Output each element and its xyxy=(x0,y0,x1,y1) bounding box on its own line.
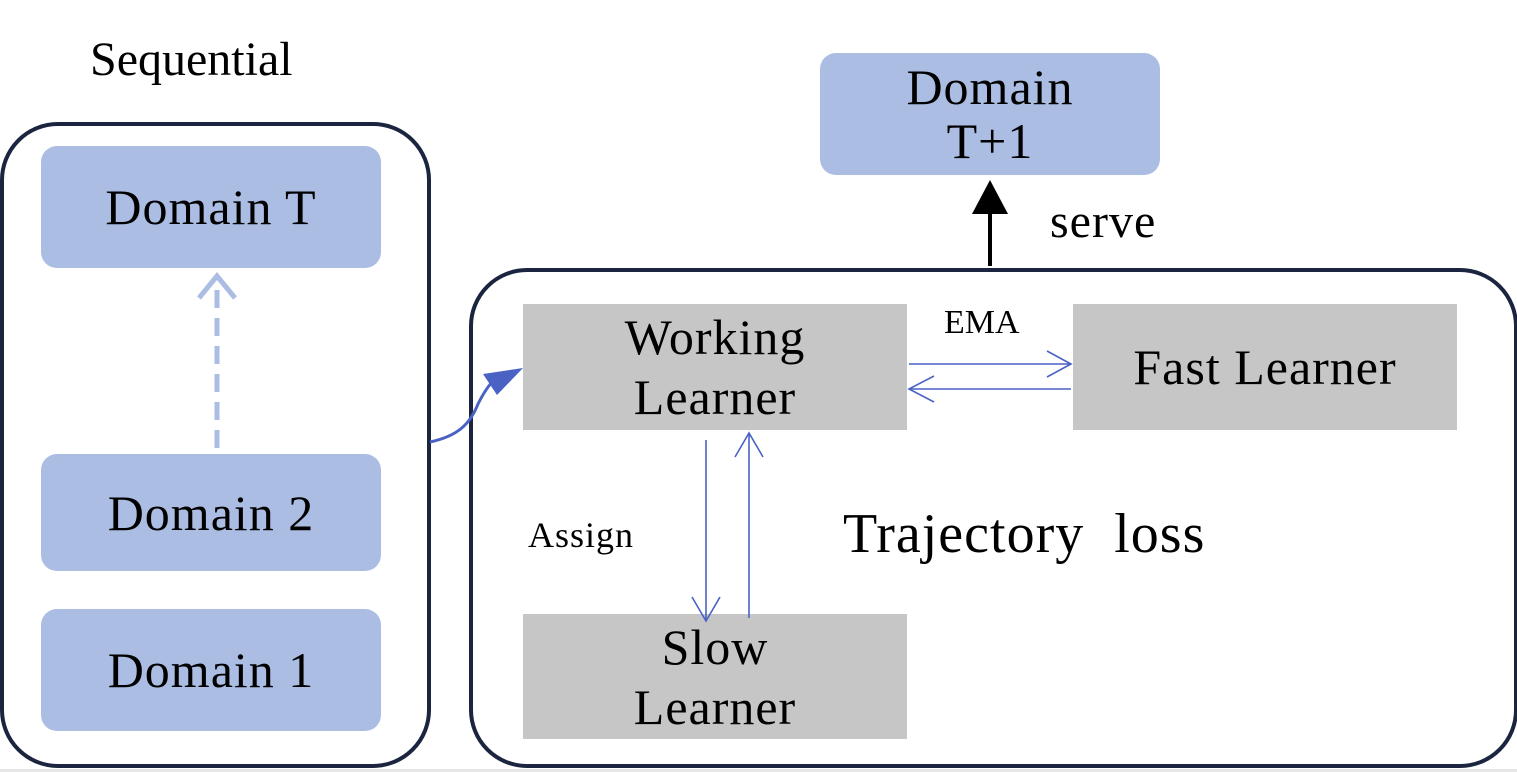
working-learner-box: Working Learner xyxy=(523,304,907,430)
serve-arrow xyxy=(972,180,1008,266)
fast-learner-label: Fast Learner xyxy=(1133,339,1397,395)
slow-learner-line1: Slow xyxy=(661,618,769,675)
working-learner-line2: Learner xyxy=(633,369,797,425)
domain-1-box: Domain 1 xyxy=(41,609,381,731)
fast-learner-box: Fast Learner xyxy=(1073,304,1457,430)
learners-container xyxy=(469,268,1517,768)
domain-t-plus-1-line2: T+1 xyxy=(946,113,1034,169)
domain-2-label: Domain 2 xyxy=(107,484,315,541)
sequential-domains-container xyxy=(0,122,431,768)
domain-t-box: Domain T xyxy=(41,146,381,268)
domain-2-box: Domain 2 xyxy=(41,454,381,571)
slow-learner-line2: Learner xyxy=(633,678,797,735)
working-learner-line1: Working xyxy=(624,309,806,365)
domain-t-label: Domain T xyxy=(105,179,317,235)
domain-t-plus-1-line1: Domain xyxy=(906,59,1074,115)
domain-t-plus-1-box: Domain T+1 xyxy=(820,53,1160,175)
bottom-edge-divider xyxy=(0,769,1517,772)
trajectory-loss-label: Trajectory loss xyxy=(843,503,1206,565)
serve-label: serve xyxy=(1050,195,1157,248)
slow-learner-box: Slow Learner xyxy=(523,614,907,739)
domain-1-label: Domain 1 xyxy=(107,642,315,698)
sequential-label: Sequential xyxy=(90,33,293,86)
ema-label: EMA xyxy=(944,304,1020,341)
assign-label: Assign xyxy=(528,515,635,555)
